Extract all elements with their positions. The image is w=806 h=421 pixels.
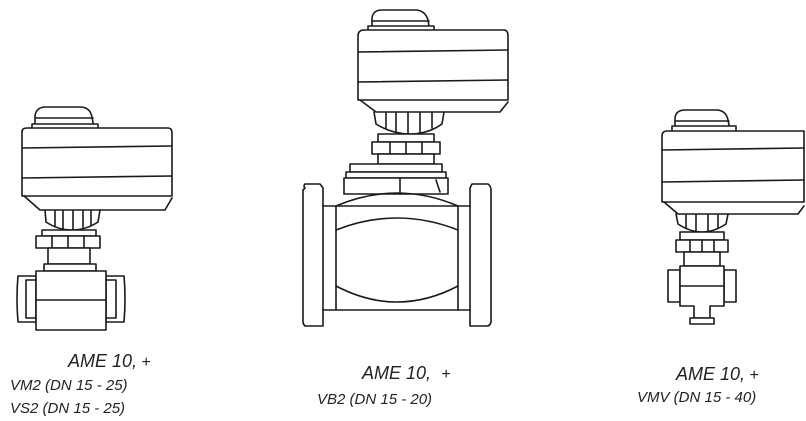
- center-caption-title: AME 10,: [362, 363, 432, 383]
- left-model-vs2: VS2 (DN 15 - 25): [10, 400, 126, 417]
- left-valve-neck: [35, 209, 101, 272]
- right-model-vmv: VMV (DN 15 - 40): [637, 389, 757, 406]
- center-assembly-drawing: [302, 9, 509, 327]
- right-assembly-drawing: [661, 109, 805, 325]
- center-valve-neck: [343, 111, 449, 195]
- center-caption-plus: +: [441, 366, 451, 383]
- left-caption: AME 10, +: [68, 352, 151, 371]
- center-caption: AME 10, +: [362, 364, 451, 383]
- right-caption: AME 10, +: [676, 365, 759, 384]
- left-caption-title: AME 10,: [68, 351, 138, 371]
- right-valve-body: [667, 265, 737, 325]
- center-model-vb2: VB2 (DN 15 - 20): [317, 391, 433, 408]
- left-valve-body: [16, 270, 126, 331]
- left-assembly-drawing: [16, 106, 173, 331]
- left-model-vm2: VM2 (DN 15 - 25): [10, 377, 128, 394]
- left-caption-plus: +: [141, 354, 151, 371]
- right-caption-title: AME 10,: [676, 364, 746, 384]
- left-actuator-housing: [21, 127, 173, 211]
- center-actuator-housing: [357, 29, 509, 113]
- center-valve-body: [302, 183, 492, 327]
- right-actuator-housing: [661, 130, 805, 215]
- right-caption-plus: +: [749, 367, 759, 384]
- right-valve-neck: [675, 213, 729, 267]
